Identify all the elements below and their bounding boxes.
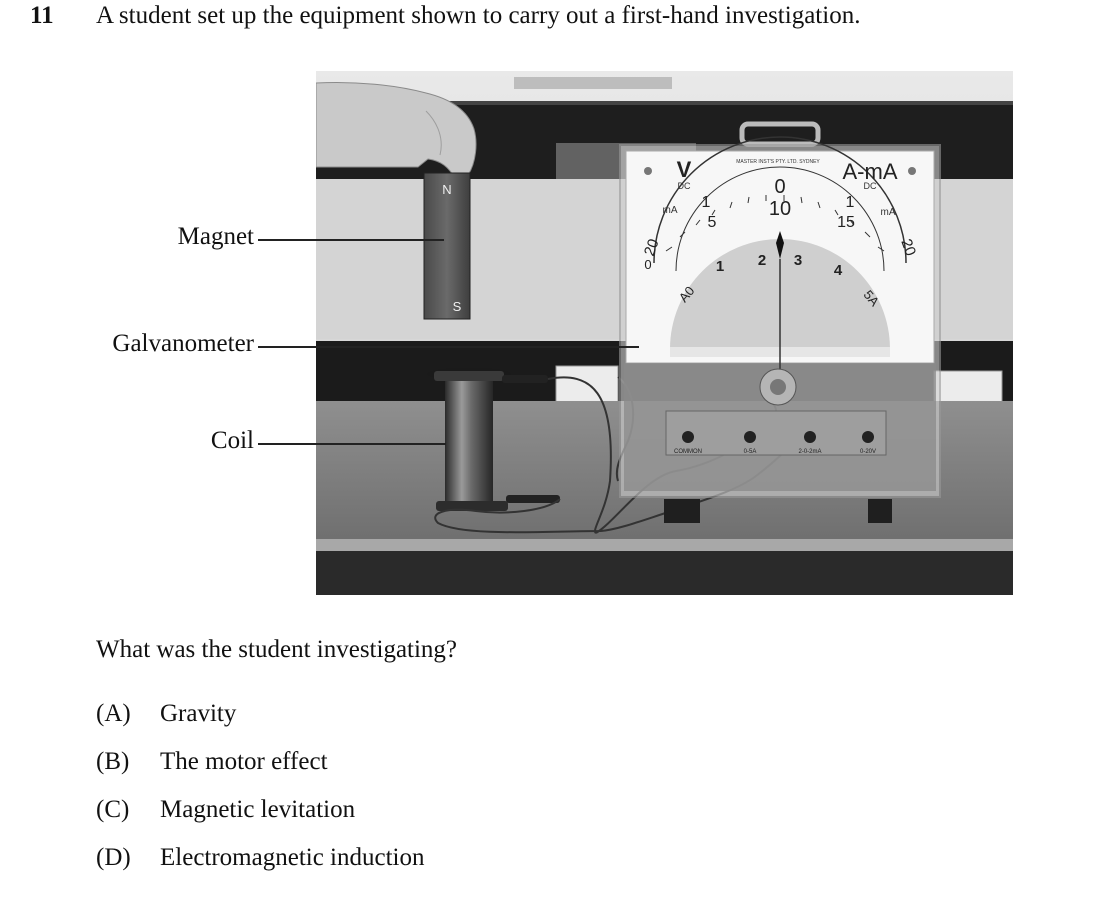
option-b[interactable]: (B) The motor effect bbox=[96, 748, 328, 776]
galvanometer-label: Galvanometer bbox=[112, 330, 254, 357]
question-prompt: What was the student investigating? bbox=[96, 636, 458, 663]
meter-right-one: 1 bbox=[846, 194, 855, 211]
meter-scale-4: 4 bbox=[834, 262, 843, 279]
magnet-label: Magnet bbox=[177, 223, 254, 250]
option-a[interactable]: (A) Gravity bbox=[96, 700, 236, 728]
meter-ten-label: 10 bbox=[769, 198, 791, 220]
meter-left-one: 1 bbox=[702, 194, 711, 211]
meter-scale-1: 1 bbox=[716, 258, 724, 275]
galvanometer bbox=[619, 121, 941, 523]
meter-scale-20-right: 20 bbox=[897, 237, 919, 258]
option-text: Magnetic levitation bbox=[160, 796, 356, 823]
meter-scale-15: 15 bbox=[837, 214, 855, 231]
meter-right-sub: DC bbox=[864, 181, 877, 191]
meter-left-unit: V bbox=[677, 157, 692, 182]
coil-label: Coil bbox=[210, 427, 254, 454]
meter-zero-label: 0 bbox=[774, 176, 785, 198]
meter-right-unit: A-mA bbox=[843, 159, 898, 184]
option-c[interactable]: (C) Magnetic levitation bbox=[96, 796, 355, 824]
meter-maker: MASTER INST'S PTY. LTD. SYDNEY bbox=[736, 159, 820, 165]
terminal-label: 0-5A bbox=[744, 449, 757, 455]
meter-scale-3: 3 bbox=[794, 252, 802, 269]
terminal-label: COMMON bbox=[674, 449, 702, 455]
meter-ma-left: mA bbox=[663, 205, 678, 216]
option-text: Electromagnetic induction bbox=[160, 844, 425, 871]
meter-scale-20-left: 20 bbox=[641, 237, 663, 258]
magnet-south-label: S bbox=[453, 299, 462, 314]
galvanometer-leader-line bbox=[258, 346, 639, 348]
question-stem: A student set up the equipment shown to … bbox=[96, 2, 861, 29]
option-letter: (D) bbox=[96, 844, 131, 871]
terminal-label: 0-20V bbox=[860, 449, 876, 455]
option-letter: (A) bbox=[96, 700, 131, 727]
bar-magnet bbox=[423, 172, 471, 320]
option-text: Gravity bbox=[160, 700, 237, 727]
experiment-photo: N S bbox=[316, 71, 1013, 595]
terminal-label: 2-0-2mA bbox=[798, 449, 821, 455]
meter-scale-5: 5 bbox=[708, 214, 717, 231]
light-fixture bbox=[514, 77, 672, 89]
option-letter: (B) bbox=[96, 748, 130, 775]
meter-0v-label: 0 bbox=[644, 257, 651, 272]
coil-leader-line bbox=[258, 443, 446, 445]
coil bbox=[445, 374, 493, 506]
option-text: The motor effect bbox=[160, 748, 328, 775]
meter-ma-right: mA bbox=[881, 207, 896, 218]
hand bbox=[316, 81, 477, 180]
power-outlet bbox=[555, 365, 619, 407]
option-d[interactable]: (D) Electromagnetic induction bbox=[96, 844, 425, 872]
option-letter: (C) bbox=[96, 796, 130, 823]
meter-scale-2: 2 bbox=[758, 252, 766, 269]
magnet-north-label: N bbox=[442, 182, 451, 197]
meter-left-sub: DC bbox=[678, 181, 691, 191]
magnet-leader-line bbox=[258, 239, 444, 241]
question-number: 11 bbox=[30, 2, 54, 29]
